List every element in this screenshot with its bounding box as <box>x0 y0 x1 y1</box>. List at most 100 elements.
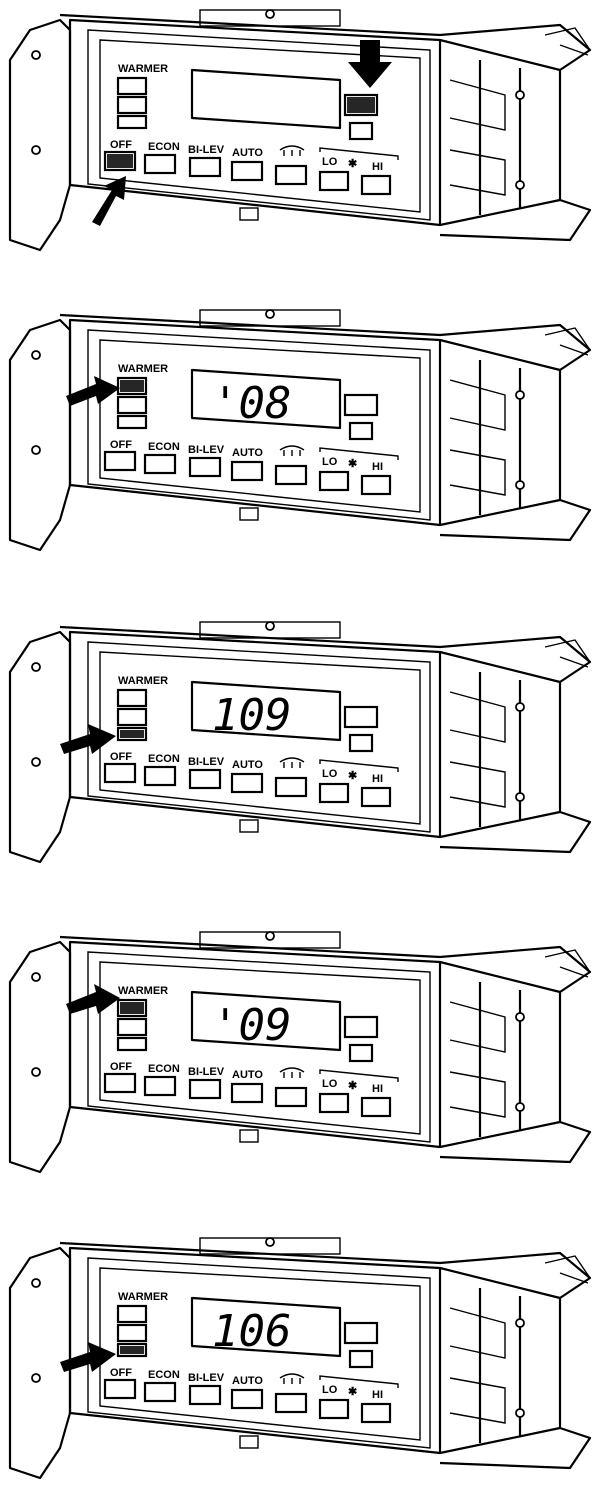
warmer-cooler-rocker[interactable]: WARMER <box>116 1291 168 1358</box>
panel-housing <box>8 309 592 552</box>
auto-button[interactable]: AUTO <box>230 1375 263 1410</box>
econ-button[interactable]: ECON <box>143 441 180 475</box>
svg-text:AUTO: AUTO <box>232 759 263 771</box>
defrost-button[interactable] <box>274 1067 308 1108</box>
fan-lo-button[interactable] <box>318 1398 350 1420</box>
auto-button[interactable]: AUTO <box>230 759 263 794</box>
pointer-arrow-icon <box>60 1342 116 1372</box>
mode-buttons: OFF ECON BI-LEV AUTO LO ✱ <box>103 751 399 808</box>
econ-button[interactable]: ECON <box>143 1063 180 1097</box>
econ-button[interactable]: ECON <box>143 141 180 175</box>
fan-icon: ✱ <box>348 458 357 470</box>
bi-lev-button[interactable]: BI-LEV <box>188 1372 225 1406</box>
temperature-display: '08 <box>212 378 291 429</box>
upper-right-switch[interactable] <box>343 93 379 141</box>
fan-lo-button[interactable] <box>318 1092 350 1114</box>
fan-hi-label: HI <box>372 1083 383 1095</box>
pointer-arrow-icon <box>60 724 116 754</box>
auto-button[interactable]: AUTO <box>230 147 263 182</box>
defrost-button[interactable] <box>274 145 308 186</box>
off-button[interactable]: OFF <box>103 1367 137 1400</box>
mode-buttons: OFF ECON BI-LEV AUTO LO ✱ <box>103 439 399 496</box>
fan-speed-group: LO ✱ HI <box>318 147 399 196</box>
fan-hi-button[interactable] <box>360 474 392 496</box>
bi-lev-button[interactable]: BI-LEV <box>188 444 225 478</box>
upper-right-switch[interactable] <box>343 1015 379 1063</box>
fan-lo-label: LO <box>322 456 338 468</box>
defrost-icon <box>279 757 305 768</box>
fan-hi-button[interactable] <box>360 1402 392 1424</box>
fan-lo-label: LO <box>322 1384 338 1396</box>
bi-lev-button[interactable]: BI-LEV <box>188 756 225 790</box>
display-window: 109 <box>190 680 342 742</box>
bi-lev-button[interactable]: BI-LEV <box>188 144 225 178</box>
panel-housing <box>8 1237 592 1480</box>
upper-right-switch[interactable] <box>343 393 379 441</box>
warmer-label: WARMER <box>118 1291 168 1303</box>
control-panel-1: WARMER OFF ECON BI-LEV <box>0 0 608 260</box>
svg-text:BI-LEV: BI-LEV <box>188 1066 225 1078</box>
auto-button[interactable]: AUTO <box>230 1069 263 1104</box>
fan-speed-group: LO ✱ HI <box>318 1069 399 1118</box>
fan-lo-button[interactable] <box>318 470 350 492</box>
bi-lev-button[interactable]: BI-LEV <box>188 1066 225 1100</box>
fan-hi-label: HI <box>372 161 383 173</box>
svg-text:ECON: ECON <box>148 1369 180 1381</box>
mode-buttons: OFF ECON BI-LEV AUTO LO <box>103 139 399 196</box>
defrost-button[interactable] <box>274 445 308 486</box>
defrost-icon <box>279 1067 305 1078</box>
fan-icon: ✱ <box>348 1386 357 1398</box>
fan-speed-group: LO ✱ HI <box>318 1375 399 1424</box>
warmer-cooler-rocker[interactable]: WARMER <box>116 363 168 430</box>
off-button[interactable]: OFF <box>103 751 137 784</box>
defrost-button[interactable] <box>274 1373 308 1414</box>
warmer-cooler-rocker[interactable]: WARMER <box>116 675 168 742</box>
panel-drawing: WARMER OFF ECON BI-LEV <box>8 9 592 252</box>
fan-lo-label: LO <box>322 156 338 168</box>
panel-drawing: '09 WARMER OFF ECON BI-LEV <box>8 931 592 1174</box>
off-button[interactable]: OFF <box>103 439 137 472</box>
fan-hi-label: HI <box>372 461 383 473</box>
warmer-cooler-rocker[interactable]: WARMER <box>116 985 168 1052</box>
fan-icon: ✱ <box>348 770 357 782</box>
fan-icon: ✱ <box>348 1080 357 1092</box>
upper-right-switch[interactable] <box>343 1321 379 1369</box>
defrost-icon <box>279 1373 305 1384</box>
defrost-icon <box>279 445 305 456</box>
svg-text:AUTO: AUTO <box>232 147 263 159</box>
off-button[interactable]: OFF <box>103 139 137 172</box>
fan-hi-button[interactable] <box>360 174 392 196</box>
econ-button[interactable]: ECON <box>143 1369 180 1403</box>
svg-text:OFF: OFF <box>110 751 132 763</box>
off-button[interactable]: OFF <box>103 1061 137 1094</box>
upper-right-switch[interactable] <box>343 705 379 753</box>
warmer-label: WARMER <box>118 675 168 687</box>
warmer-label: WARMER <box>118 63 168 75</box>
svg-text:OFF: OFF <box>110 139 132 151</box>
svg-text:AUTO: AUTO <box>232 447 263 459</box>
defrost-button[interactable] <box>274 757 308 798</box>
pointer-arrow-icon <box>92 40 392 226</box>
fan-hi-button[interactable] <box>360 786 392 808</box>
pointer-arrow-icon <box>66 984 120 1014</box>
econ-button[interactable]: ECON <box>143 753 180 787</box>
fan-speed-group: LO ✱ HI <box>318 759 399 808</box>
display-window: 106 <box>190 1296 342 1358</box>
fan-lo-button[interactable] <box>318 170 350 192</box>
fan-icon: ✱ <box>348 158 357 170</box>
auto-button[interactable]: AUTO <box>230 447 263 482</box>
control-panel-3: 109 WARMER OFF ECON BI-LEV <box>0 612 608 872</box>
fan-lo-button[interactable] <box>318 782 350 804</box>
defrost-icon <box>279 145 305 156</box>
svg-text:BI-LEV: BI-LEV <box>188 756 225 768</box>
svg-text:ECON: ECON <box>148 753 180 765</box>
svg-text:OFF: OFF <box>110 1367 132 1379</box>
svg-text:AUTO: AUTO <box>232 1069 263 1081</box>
mode-buttons: OFF ECON BI-LEV AUTO LO ✱ <box>103 1061 399 1118</box>
fan-hi-button[interactable] <box>360 1096 392 1118</box>
fan-hi-label: HI <box>372 1389 383 1401</box>
display-window <box>190 68 342 130</box>
warmer-cooler-rocker[interactable]: WARMER <box>116 63 168 130</box>
temperature-display: '09 <box>212 1000 291 1051</box>
mode-buttons: OFF ECON BI-LEV AUTO LO ✱ <box>103 1367 399 1424</box>
